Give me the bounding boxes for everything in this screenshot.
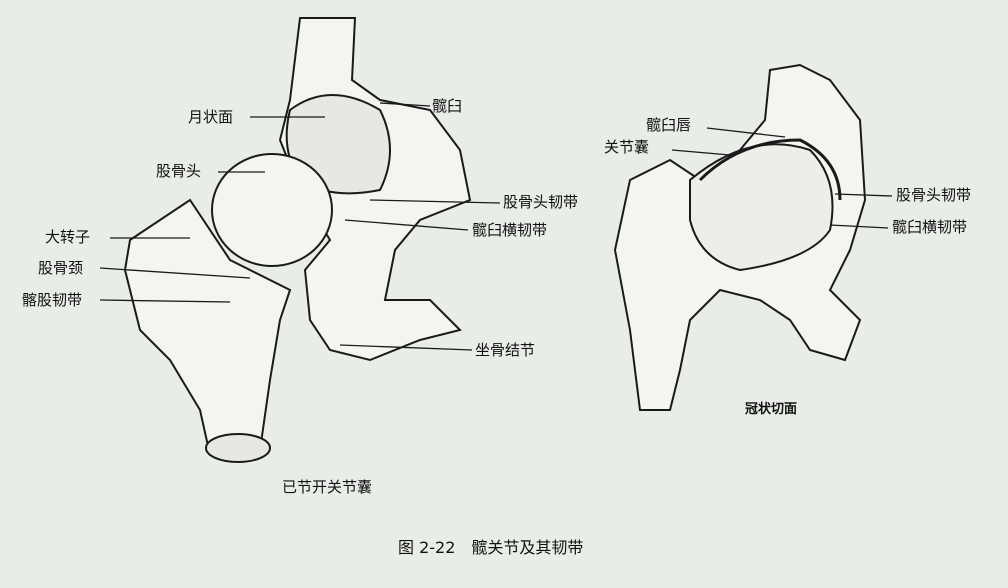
label-ischial-tuberosity: 坐骨结节 xyxy=(475,341,536,359)
left-figure-caption: 已节开关节囊 xyxy=(282,478,373,496)
figure-caption: 图 2-22 髋关节及其韧带 xyxy=(398,538,584,557)
right-figure-caption: 冠状切面 xyxy=(745,402,798,417)
label-acetabular-labrum: 髋臼唇 xyxy=(646,116,692,134)
label-iliofemoral-ligament: 髂股韧带 xyxy=(22,291,83,309)
label-acetabulum: 髋臼 xyxy=(432,97,463,115)
femoral-head-shape xyxy=(211,153,333,267)
label-lunate-surface: 月状面 xyxy=(188,108,234,126)
label-greater-trochanter: 大转子 xyxy=(45,228,91,246)
label-transverse-ligament: 髋臼横韧带 xyxy=(472,221,548,239)
label-transverse-ligament-section: 髋臼横韧带 xyxy=(892,218,968,236)
label-ligament-of-head: 股骨头韧带 xyxy=(503,193,579,211)
leader-lines xyxy=(99,102,893,351)
label-femoral-neck: 股骨颈 xyxy=(38,259,84,277)
right-section-drawing xyxy=(613,63,867,411)
femur-cut-end xyxy=(205,433,271,463)
label-femoral-head: 股骨头 xyxy=(156,162,202,180)
label-joint-capsule: 关节囊 xyxy=(604,138,650,156)
left-hip-drawing xyxy=(123,17,472,463)
capsule-line xyxy=(698,138,842,201)
label-ligament-of-head-section: 股骨头韧带 xyxy=(896,186,972,204)
